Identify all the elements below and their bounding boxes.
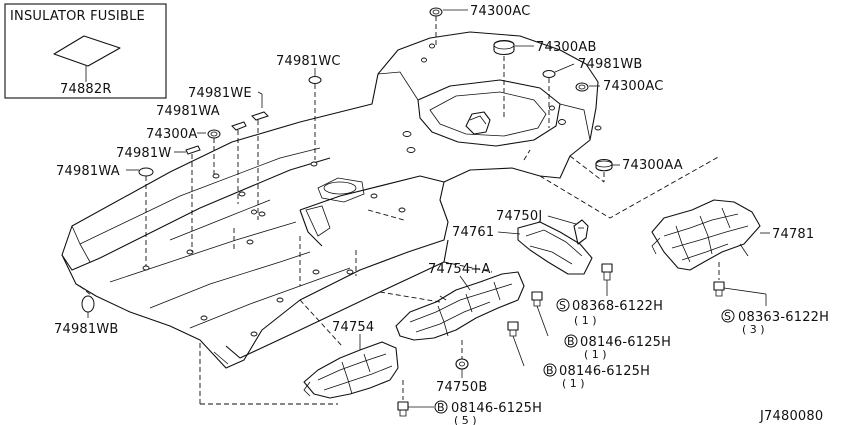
bolt-08146-b [507, 321, 525, 367]
plug-74300AB [493, 39, 534, 120]
label-74754A: 74754+A [428, 262, 491, 277]
label-74981W: 74981W [116, 146, 171, 161]
fastener-qty: ( 1 ) [562, 377, 585, 390]
label-74754: 74754 [332, 320, 374, 335]
plug-74300AC-mid [575, 82, 600, 92]
label-74300AA: 74300AA [622, 158, 683, 173]
pad-74981WC [308, 68, 322, 160]
fastener-callout-3: B 08146-6125H ( 1 ) [543, 363, 650, 390]
plug-74300A [197, 129, 221, 174]
label-74750J: 74750J [496, 209, 542, 224]
fastener-qty: ( 1 ) [574, 314, 597, 327]
fastener-qty: ( 5 ) [454, 414, 477, 425]
plug-74300AC-top [429, 7, 468, 46]
fastener-qty: ( 3 ) [742, 323, 765, 336]
clip-74750B [455, 340, 469, 378]
fastener-callout-1: S 08368-6122H ( 1 ) [556, 298, 663, 327]
inset-part-label: 74882R [60, 82, 112, 97]
heat-insulator-74781 [651, 199, 770, 271]
reference-lines [199, 149, 721, 405]
plug-74300AA [595, 158, 620, 182]
heat-insulator-74754A [395, 271, 525, 341]
label-74750B: 74750B [436, 380, 487, 395]
fastener-prefix: S [724, 310, 731, 323]
insulator-pad-shape [53, 35, 121, 67]
label-74981WB-top: 74981WB [578, 57, 643, 72]
fastener-part: 08368-6122H [572, 299, 663, 314]
label-74981WB-bottom: 74981WB [54, 322, 119, 337]
label-74781: 74781 [772, 227, 814, 242]
fastener-callout-4: B 08146-6125H ( 5 ) [434, 400, 542, 425]
fastener-part: 08146-6125H [451, 401, 542, 416]
fastener-callout-2: B 08146-6125H ( 1 ) [564, 334, 671, 361]
floor-panel [61, 31, 602, 369]
bolt-08363 [713, 262, 767, 306]
pad-74981WB-bottom [79, 285, 95, 318]
heat-insulator-74754 [303, 334, 399, 399]
bolt-08146-a [531, 291, 549, 337]
label-74981WA-1: 74981WA [156, 104, 220, 119]
fastener-qty: ( 1 ) [584, 348, 607, 361]
pad-74981W [174, 145, 201, 252]
part-labels: 74300AC 74300AB 74981WC 74981WB 74300AC … [54, 4, 823, 424]
diagram-code: J7480080 [759, 409, 823, 424]
bolt-08146-c [397, 380, 434, 417]
pad-74981WE [231, 91, 269, 220]
label-74761: 74761 [452, 225, 494, 240]
fastener-part: 08146-6125H [580, 335, 671, 350]
pad-74981WA-lower [126, 167, 154, 266]
fastener-prefix: S [559, 299, 566, 312]
label-74981WE: 74981WE [188, 86, 252, 101]
inset-title: INSULATOR FUSIBLE [10, 9, 145, 24]
label-74300AC-mid: 74300AC [603, 79, 664, 94]
pad-74981WB-top [542, 63, 575, 128]
fastener-part: 08363-6122H [738, 310, 829, 325]
bracket-74750J [547, 215, 589, 245]
label-74300A: 74300A [146, 127, 197, 142]
fastener-callout-5: S 08363-6122H ( 3 ) [721, 309, 829, 336]
fastener-prefix: B [546, 364, 554, 377]
label-74300AB: 74300AB [536, 40, 597, 55]
label-74981WA-2: 74981WA [56, 164, 120, 179]
inset-insulator-fusible: INSULATOR FUSIBLE 74882R [4, 3, 167, 99]
label-74300AC-top: 74300AC [470, 4, 531, 19]
bolt-08368 [601, 263, 613, 296]
fastener-prefix: B [437, 401, 445, 414]
heat-insulator-74761 [497, 221, 593, 275]
fastener-prefix: B [567, 335, 575, 348]
label-74981WC: 74981WC [276, 54, 341, 69]
fastener-part: 08146-6125H [559, 364, 650, 379]
